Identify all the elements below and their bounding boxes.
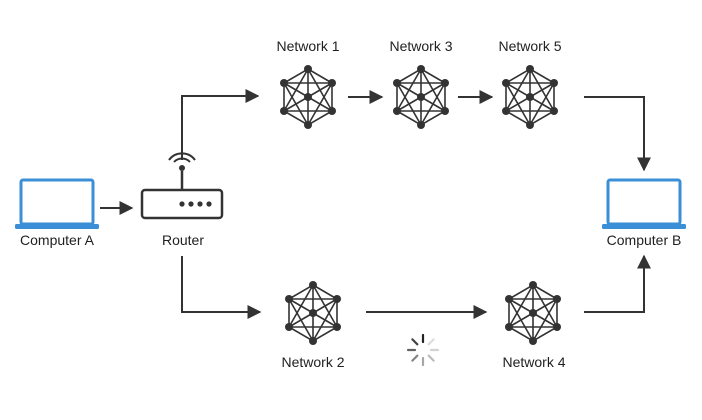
laptop-icon <box>13 178 101 231</box>
network-5-label: Network 5 <box>498 38 562 54</box>
edge-network-5-computer-b <box>584 96 651 172</box>
edge-router-network-2 <box>181 256 262 319</box>
laptop-icon <box>600 178 688 231</box>
loading-spinner-icon <box>406 333 440 367</box>
network-mesh-icon <box>284 280 342 346</box>
network-1-label: Network 1 <box>276 38 340 54</box>
network-3-label: Network 3 <box>389 38 453 54</box>
network-mesh-icon <box>504 280 562 346</box>
router-icon <box>140 152 224 220</box>
computer-a-label: Computer A <box>20 232 94 248</box>
network-mesh-icon <box>392 64 450 130</box>
network-2-label: Network 2 <box>281 354 345 370</box>
network-mesh-icon <box>279 64 337 130</box>
edge-network-4-computer-b <box>584 254 651 313</box>
router-label: Router <box>161 232 205 248</box>
network-4-label: Network 4 <box>502 354 566 370</box>
edge-router-network-1 <box>181 89 260 160</box>
network-mesh-icon <box>501 64 559 130</box>
computer-b-label: Computer B <box>606 232 682 248</box>
